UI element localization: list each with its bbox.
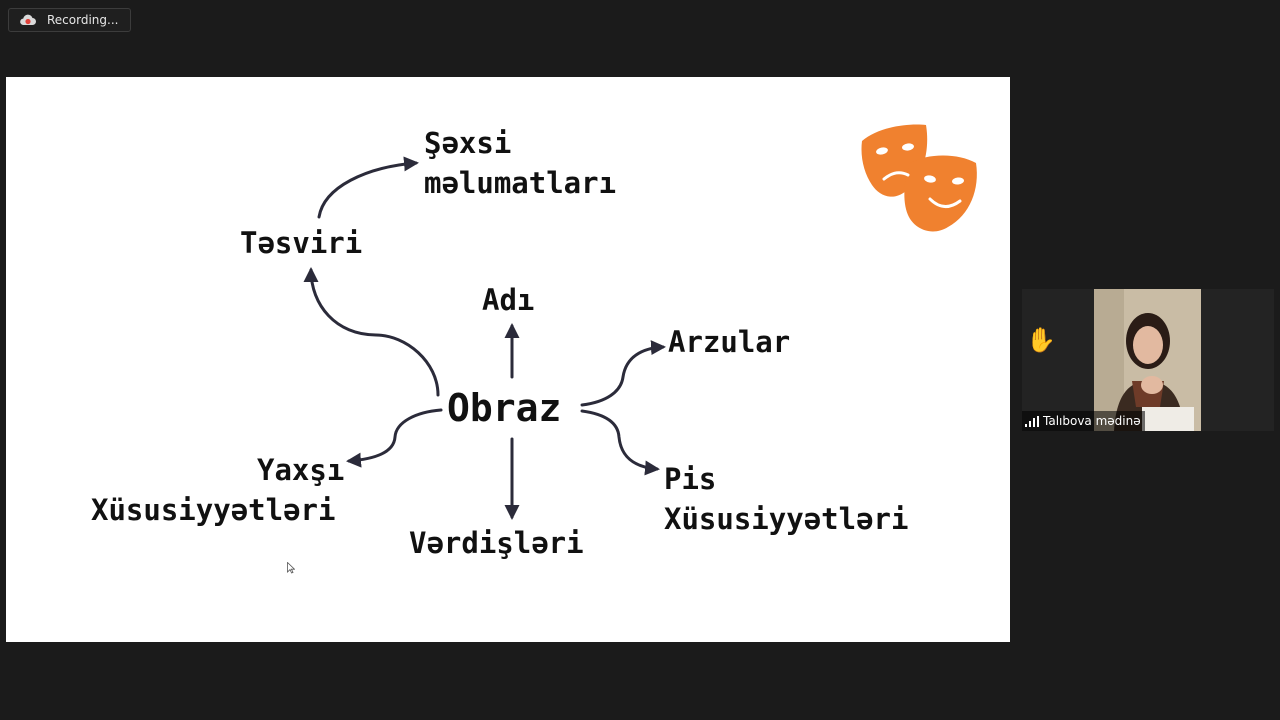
arrow-to-pis [580,409,660,476]
participant-name-bar: Talıbova mədinə [1022,411,1145,431]
arrow-to-yaxsi [346,408,443,468]
node-pis-xususiyyetleri: Pis Xüsusiyyətləri [664,459,908,539]
signal-strength-icon [1025,415,1039,427]
node-yaxsi-line2: Xüsusiyyətləri [91,493,336,527]
node-arzular: Arzular [668,325,791,359]
arrow-to-arzular [580,340,666,407]
raised-hand-icon: ✋ [1026,326,1056,354]
node-yaxsi-xususiyyetleri: Yaxşı Xüsusiyyətləri [91,450,344,530]
shared-slide: Şəxsi məlumatları Təsviri Adı Arzular Ob… [6,77,1010,642]
node-tesviri: Təsviri [240,226,363,260]
arrow-to-tesviri [303,267,440,397]
node-sexsi-line1: Şəxsi [424,126,512,160]
node-verdisleri: Vərdişləri [409,526,584,560]
node-pis-line1: Pis [664,462,717,496]
participant-name: Talıbova mədinə [1043,414,1141,428]
participant-silhouette [1094,289,1201,431]
recording-indicator[interactable]: Recording... [8,8,131,32]
participant-video-feed [1094,289,1201,431]
node-sexsi-line2: məlumatları [424,166,617,200]
cloud-record-icon [19,13,37,27]
node-obraz: Obraz [447,386,562,430]
node-pis-line2: Xüsusiyyətləri [664,502,909,536]
node-yaxsi-line1: Yaxşı [257,453,345,487]
node-sexsi-melumatlari: Şəxsi məlumatları [424,123,616,203]
recording-label: Recording... [47,13,119,27]
arrow-to-sexsi [317,156,419,219]
theater-masks-icon [861,124,977,232]
participant-video-tile[interactable]: ✋ Talıbova mədinə [1022,289,1274,431]
mouse-cursor-icon [287,562,295,574]
mind-map-arrows [303,156,666,520]
node-adi: Adı [482,283,535,317]
